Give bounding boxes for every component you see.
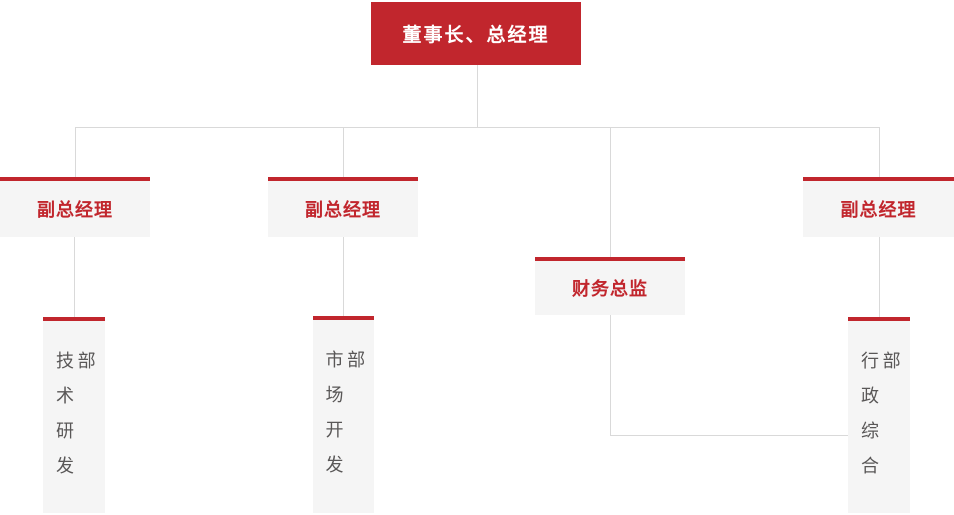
connector-cfo-down: [610, 315, 611, 435]
org-node-chairman-gm-label: 董事长、总经理: [402, 24, 550, 46]
org-node-dept-tech-label: 技术研发部: [53, 351, 96, 491]
org-node-dept-market: 市场开发部: [313, 316, 374, 513]
connector-vp-mid-dept: [343, 237, 344, 317]
org-node-vp-left: 副总经理: [0, 177, 150, 237]
org-node-vp-mid-label: 副总经理: [305, 200, 381, 221]
connector-drop-cfo: [610, 127, 611, 257]
connector-drop-vp-right: [879, 127, 880, 177]
org-node-dept-admin: 行政综合部: [848, 317, 910, 513]
connector-root-stem: [477, 65, 478, 127]
org-node-cfo: 财务总监: [535, 257, 685, 315]
org-node-vp-right: 副总经理: [803, 177, 954, 237]
org-node-vp-mid: 副总经理: [268, 177, 418, 237]
org-node-dept-admin-label: 行政综合部: [858, 351, 901, 491]
org-node-chairman-gm: 董事长、总经理: [371, 2, 581, 65]
org-node-dept-market-label: 市场开发部: [322, 350, 366, 490]
connector-main-horizontal: [75, 127, 880, 128]
connector-drop-vp-left: [75, 127, 76, 177]
connector-vp-left-dept: [74, 237, 75, 317]
connector-drop-vp-mid: [343, 127, 344, 177]
org-node-dept-tech: 技术研发部: [43, 317, 105, 513]
org-node-vp-left-label: 副总经理: [37, 200, 113, 221]
org-node-cfo-label: 财务总监: [572, 279, 648, 300]
connector-vp-right-dept: [879, 237, 880, 317]
org-node-vp-right-label: 副总经理: [840, 200, 917, 221]
connector-cfo-admin: [610, 435, 848, 436]
